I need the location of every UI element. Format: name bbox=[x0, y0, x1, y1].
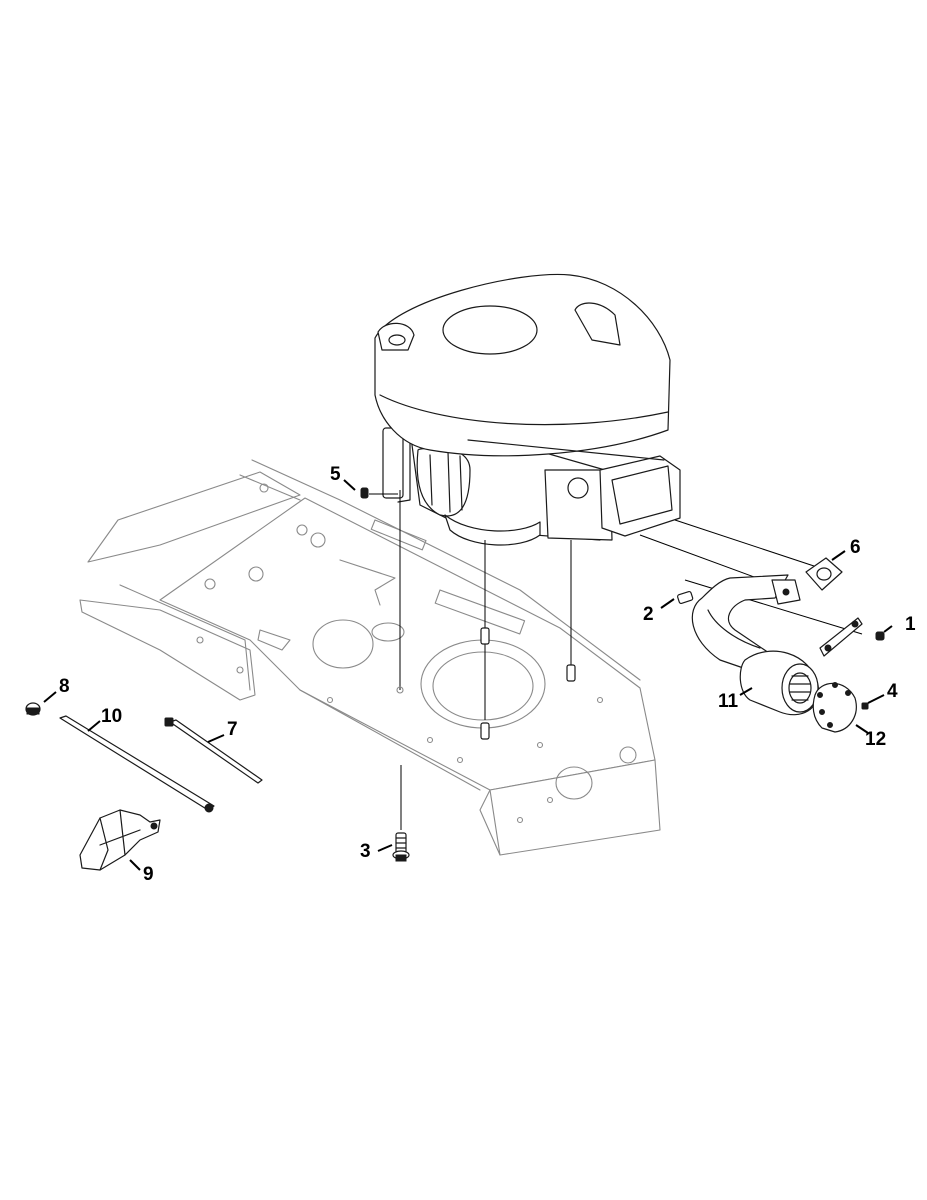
callout-5: 5 bbox=[330, 464, 341, 485]
callout-1: 1 bbox=[905, 614, 916, 635]
callout-10: 10 bbox=[101, 706, 122, 727]
callout-labels: 1 2 3 4 5 6 7 8 9 10 11 12 bbox=[59, 464, 916, 885]
callout-11: 11 bbox=[718, 691, 739, 712]
callout-8: 8 bbox=[59, 676, 70, 697]
part-12-spark-arrestor-cap bbox=[812, 682, 857, 733]
chassis-frame bbox=[79, 459, 661, 856]
callout-4: 4 bbox=[887, 681, 898, 702]
part-8-nut bbox=[25, 702, 41, 716]
callout-9: 9 bbox=[143, 864, 154, 885]
part-5-nut bbox=[360, 487, 369, 499]
callout-12: 12 bbox=[865, 729, 886, 750]
engine-mount-studs bbox=[396, 627, 576, 740]
callout-7: 7 bbox=[227, 719, 238, 740]
part-2-bolt bbox=[677, 590, 694, 604]
part-6-gasket bbox=[805, 557, 843, 591]
part-1-screw bbox=[875, 631, 885, 641]
callout-leaders bbox=[43, 479, 893, 871]
engine-assembly bbox=[374, 273, 681, 546]
part-4-screw bbox=[861, 702, 869, 710]
part-9-bracket bbox=[79, 809, 161, 871]
callout-3: 3 bbox=[360, 841, 371, 862]
callout-2: 2 bbox=[643, 604, 654, 625]
part-10-rod bbox=[59, 715, 215, 813]
part-3-bolt bbox=[392, 832, 410, 862]
callout-6: 6 bbox=[850, 537, 861, 558]
part-11-muffler bbox=[691, 574, 863, 716]
part-7-cable-tie bbox=[164, 717, 263, 784]
